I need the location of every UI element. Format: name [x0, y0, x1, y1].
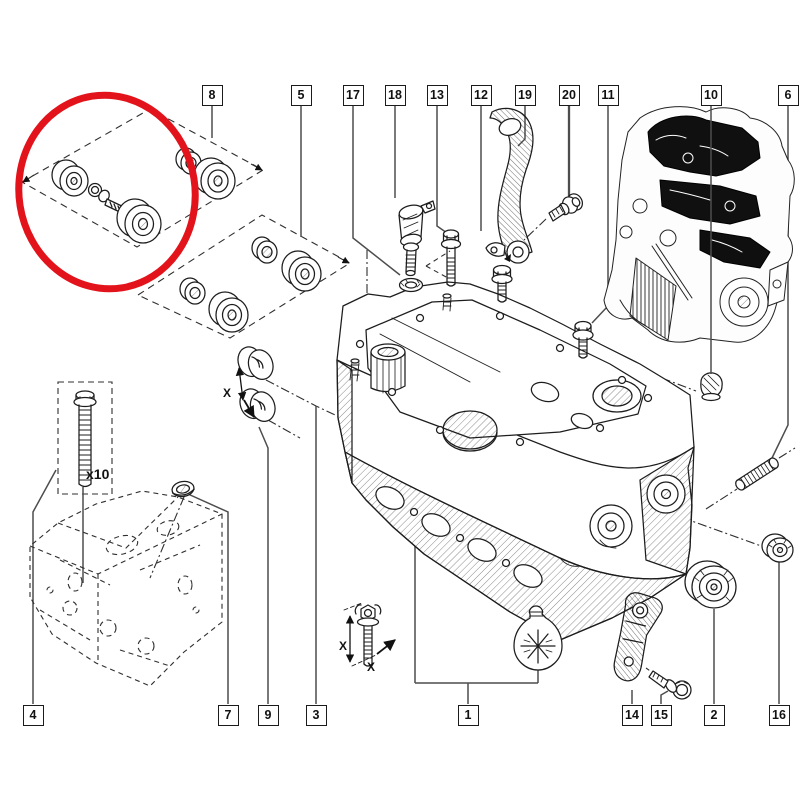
part-15-bolt	[648, 670, 692, 700]
callout-18[interactable]: 18	[384, 84, 406, 106]
part-10-cap-plug	[700, 372, 723, 402]
part-16-seal	[761, 533, 794, 563]
diagram-parts	[51, 106, 795, 700]
bolt-dim-label-b: X	[367, 660, 375, 674]
ghost-cylinder-head	[29, 490, 223, 687]
bolt-quantity-label: x10	[86, 466, 110, 482]
callout-8[interactable]: 8	[201, 84, 223, 106]
torque-bolt-diagram	[343, 602, 382, 667]
part-12-bracket-bolt	[491, 264, 513, 303]
callout-4[interactable]: 4	[22, 704, 44, 726]
callout-20[interactable]: 20	[558, 84, 580, 106]
dimension-annotations	[235, 367, 396, 663]
part-6-stud	[735, 457, 779, 491]
part-12-19-lifting-hook	[485, 107, 534, 264]
callout-2[interactable]: 2	[703, 704, 725, 726]
part-20-screw	[548, 193, 584, 222]
part-4-head-bolt-x10	[73, 390, 97, 488]
callout-10[interactable]: 10	[700, 84, 722, 106]
bolt-dim-label-a: X	[339, 639, 347, 653]
callout-17[interactable]: 17	[342, 84, 364, 106]
part-1-cylinder-head	[336, 281, 695, 641]
callout-11[interactable]: 11	[597, 84, 619, 106]
callout-7[interactable]: 7	[217, 704, 239, 726]
part-17-seal-washer	[398, 277, 424, 293]
sealant-pouch	[513, 605, 563, 671]
red-highlight-ellipse	[15, 91, 199, 293]
part-13-bolt	[440, 229, 462, 287]
part-18-union-valve	[398, 200, 436, 277]
part-5-seal-bearing-kit	[179, 236, 322, 333]
part-14-bracket	[613, 592, 663, 682]
plug-dim-label: X	[223, 386, 231, 400]
callout-16[interactable]: 16	[768, 704, 790, 726]
part-8-seal-pulley-kit	[51, 147, 236, 244]
callout-5[interactable]: 5	[290, 84, 312, 106]
part-11-bolt	[572, 320, 594, 359]
callout-12[interactable]: 12	[470, 84, 492, 106]
callout-9[interactable]: 9	[257, 704, 279, 726]
part-2-pulley	[684, 560, 737, 609]
part-7-oil-plug	[171, 480, 195, 498]
callout-15[interactable]: 15	[650, 704, 672, 726]
callout-19[interactable]: 19	[514, 84, 536, 106]
callout-13[interactable]: 13	[426, 84, 448, 106]
callout-1[interactable]: 1	[457, 704, 479, 726]
callout-3[interactable]: 3	[305, 704, 327, 726]
callout-6[interactable]: 6	[777, 84, 799, 106]
callout-14[interactable]: 14	[621, 704, 643, 726]
engine-assembly-thumbnail	[603, 106, 795, 343]
